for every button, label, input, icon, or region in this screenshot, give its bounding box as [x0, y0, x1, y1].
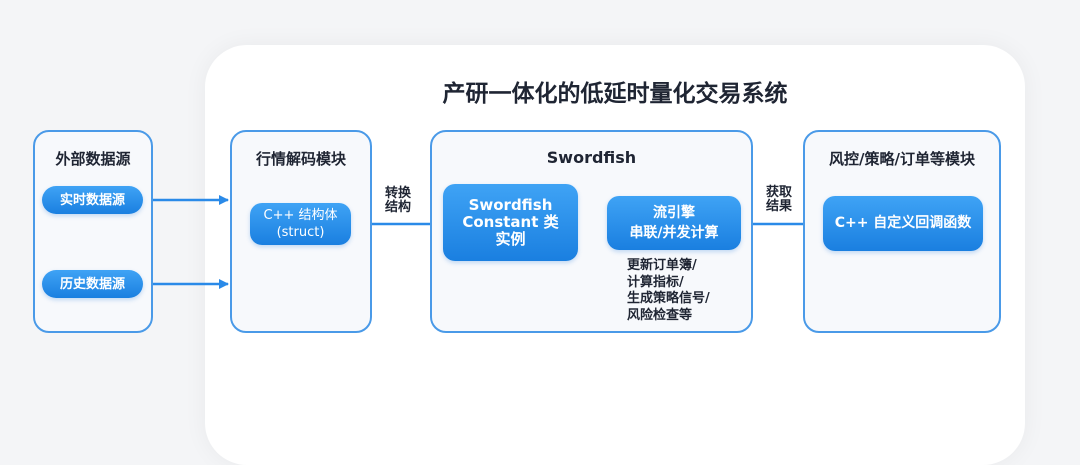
edge-convert-label: 转换 结构 [385, 186, 412, 215]
callback-node: C++ 自定义回调函数 [823, 196, 983, 251]
edge-result-label: 获取 结果 [766, 185, 793, 214]
note: 计算指标/ [627, 274, 684, 290]
modules-title: 风控/策略/订单等模块 [829, 150, 975, 168]
note: 生成策略信号/ [627, 291, 710, 306]
history-source-node: 历史数据源 [42, 270, 143, 298]
swordfish-title: Swordfish [546, 148, 637, 167]
engine-notes: 更新订单簿/ 计算指标/ 生成策略信号/ 风险检查等 [627, 258, 710, 324]
decoder-title: 行情解码模块 [255, 150, 346, 168]
note: 风险检查等 [627, 307, 693, 323]
struct-node: C++ 结构体 (struct) [250, 203, 351, 245]
external-sources-title: 外部数据源 [55, 150, 131, 168]
stream-engine-node: 流引擎 串联/并发计算 [607, 196, 741, 250]
realtime-source-node: 实时数据源 [42, 186, 143, 214]
constant-instance-node: Swordfish Constant 类 实例 [443, 184, 578, 261]
external-sources-box: 外部数据源 [33, 130, 153, 333]
diagram-title: 产研一体化的低延时量化交易系统 [442, 81, 788, 107]
note: 更新订单簿/ [627, 258, 697, 273]
